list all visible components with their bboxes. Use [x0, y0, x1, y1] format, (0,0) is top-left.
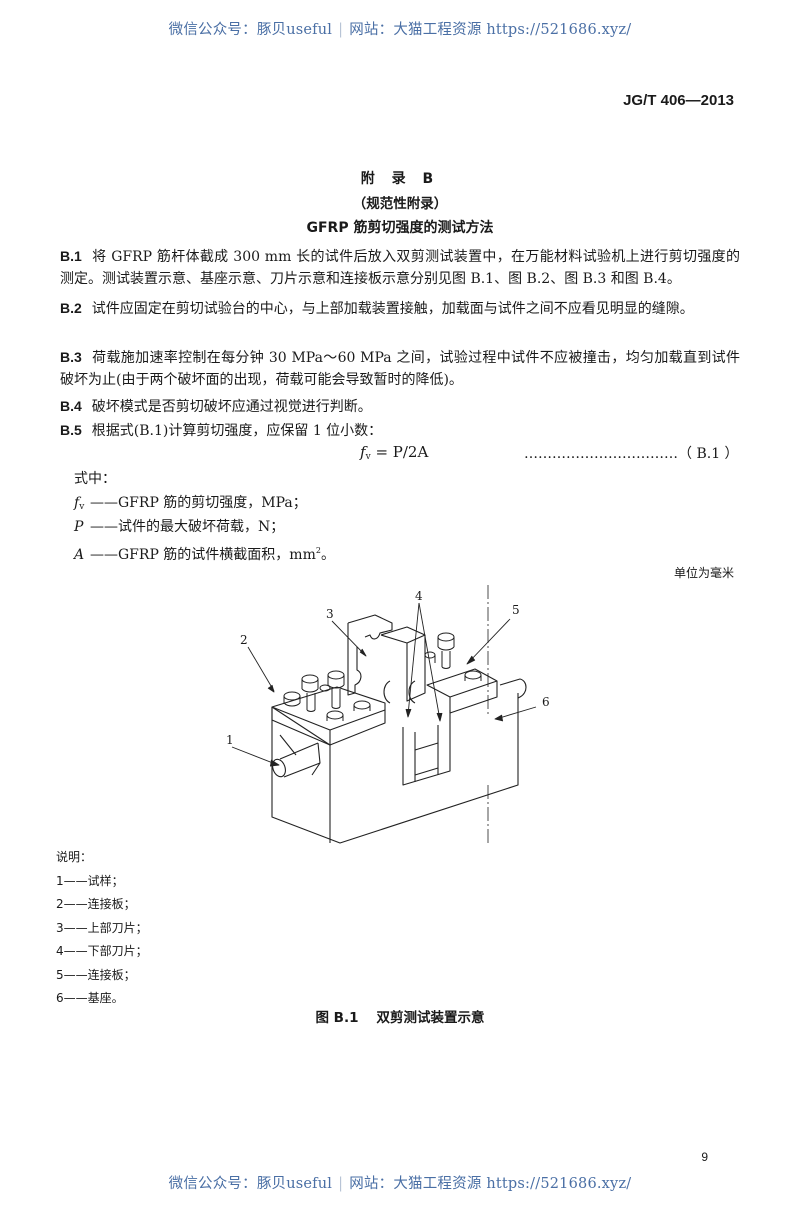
watermark-site: 网站：大猫工程资源 https://521686.xyz/ — [349, 22, 632, 38]
formula-lhs: f — [360, 443, 366, 461]
watermark-separator: | — [338, 22, 344, 38]
watermark-wechat: 微信公众号：豚贝useful — [168, 22, 333, 38]
where-label: 式中： — [74, 471, 116, 487]
definition: 试件的最大破坏荷载，N； — [118, 519, 285, 535]
formula-b1: fv = P/2A — [360, 443, 428, 462]
clause-number: B.2 — [60, 300, 82, 316]
callout-3: 3 — [326, 607, 334, 621]
figure-caption: 图 B.1 双剪测试装置示意 — [0, 1006, 800, 1026]
appendix-type: （规范性附录） — [352, 196, 448, 212]
double-shear-apparatus-figure: 1 2 3 4 5 6 — [200, 585, 580, 845]
appendix-subtitle: GFRP 筋剪切强度的测试方法 — [306, 220, 494, 236]
legend-item: 2——连接板； — [56, 897, 136, 911]
definition: GFRP 筋的剪切强度，MPa； — [118, 495, 307, 511]
caption-number: 图 B.1 — [315, 1010, 359, 1026]
where-item-p: P ——试件的最大破坏荷载，N； — [74, 515, 284, 539]
legend-title: 说明： — [56, 850, 93, 864]
clause-text: 试件应固定在剪切试验台的中心，与上部加载装置接触，加载面与试件之间不应看见明显的… — [91, 301, 694, 317]
legend-item: 3——上部刀片； — [56, 920, 148, 935]
watermark-site: 网站：大猫工程资源 https://521686.xyz/ — [349, 1176, 632, 1192]
callout-5: 5 — [512, 603, 520, 617]
caption-text: 双剪测试装置示意 — [376, 1010, 485, 1026]
formula-lhs-subscript: v — [365, 452, 371, 462]
watermark-top: 微信公众号：豚贝useful | 网站：大猫工程资源 https://521686.… — [0, 18, 800, 39]
formula-reference: ……………………………（ B.1 ） — [524, 446, 739, 462]
clause-number: B.4 — [60, 398, 82, 414]
standard-number: JG/T 406—2013 — [623, 92, 734, 109]
definition: GFRP 筋的试件横截面积，mm — [118, 547, 316, 563]
dash: —— — [90, 495, 118, 511]
unit-note: 单位为毫米 — [673, 566, 734, 580]
watermark-wechat: 微信公众号：豚贝useful — [168, 1176, 333, 1192]
where-item-fv: fv——GFRP 筋的剪切强度，MPa； — [74, 495, 307, 512]
clause-b5: B.5 根据式(B.1)计算剪切强度，应保留 1 位小数： — [60, 419, 740, 442]
formula-rhs: = P/2A — [375, 443, 429, 461]
clause-text: 荷载施加速率控制在每分钟 30 MPa～60 MPa 之间，试验过程中试件不应被… — [60, 350, 740, 388]
legend-item: 5——连接板； — [56, 967, 136, 982]
callout-1: 1 — [226, 733, 234, 747]
where-item-a: A——GFRP 筋的试件横截面积，mm2。 — [74, 539, 335, 567]
clause-b4: B.4 破坏模式是否剪切破坏应通过视觉进行判断。 — [60, 395, 740, 418]
clause-number: B.3 — [60, 349, 82, 365]
legend-item: 1——试样； — [56, 873, 124, 888]
dash: —— — [90, 519, 118, 535]
clause-number: B.1 — [60, 248, 82, 264]
symbol: A — [74, 547, 85, 563]
clause-text: 根据式(B.1)计算剪切强度，应保留 1 位小数： — [91, 423, 383, 439]
figure-legend: 说明： 1——试样； 2——连接板； 3——上部刀片； 4——下部刀片； 5——… — [56, 846, 148, 1011]
appendix-title: 附 录 B — [360, 171, 440, 187]
callout-4: 4 — [415, 589, 423, 603]
legend-item: 6——基座。 — [56, 991, 124, 1005]
watermark-bottom: 微信公众号：豚贝useful | 网站：大猫工程资源 https://521686.… — [0, 1172, 800, 1193]
callout-2: 2 — [240, 633, 248, 647]
callout-6: 6 — [542, 695, 550, 709]
watermark-separator: | — [338, 1176, 344, 1192]
symbol: f — [74, 495, 80, 511]
legend-item: 4——下部刀片； — [56, 944, 148, 958]
symbol: P — [74, 519, 84, 535]
page-number: 9 — [701, 1150, 708, 1164]
clause-text: 将 GFRP 筋杆体截成 300 mm 长的试件后放入双剪测试装置中，在万能材料… — [60, 249, 740, 287]
clause-text: 破坏模式是否剪切破坏应通过视觉进行判断。 — [91, 399, 372, 415]
dash: —— — [90, 547, 118, 563]
clause-b2: B.2 试件应固定在剪切试验台的中心，与上部加载装置接触，加载面与试件之间不应看见… — [60, 297, 740, 320]
clause-number: B.5 — [60, 422, 82, 438]
